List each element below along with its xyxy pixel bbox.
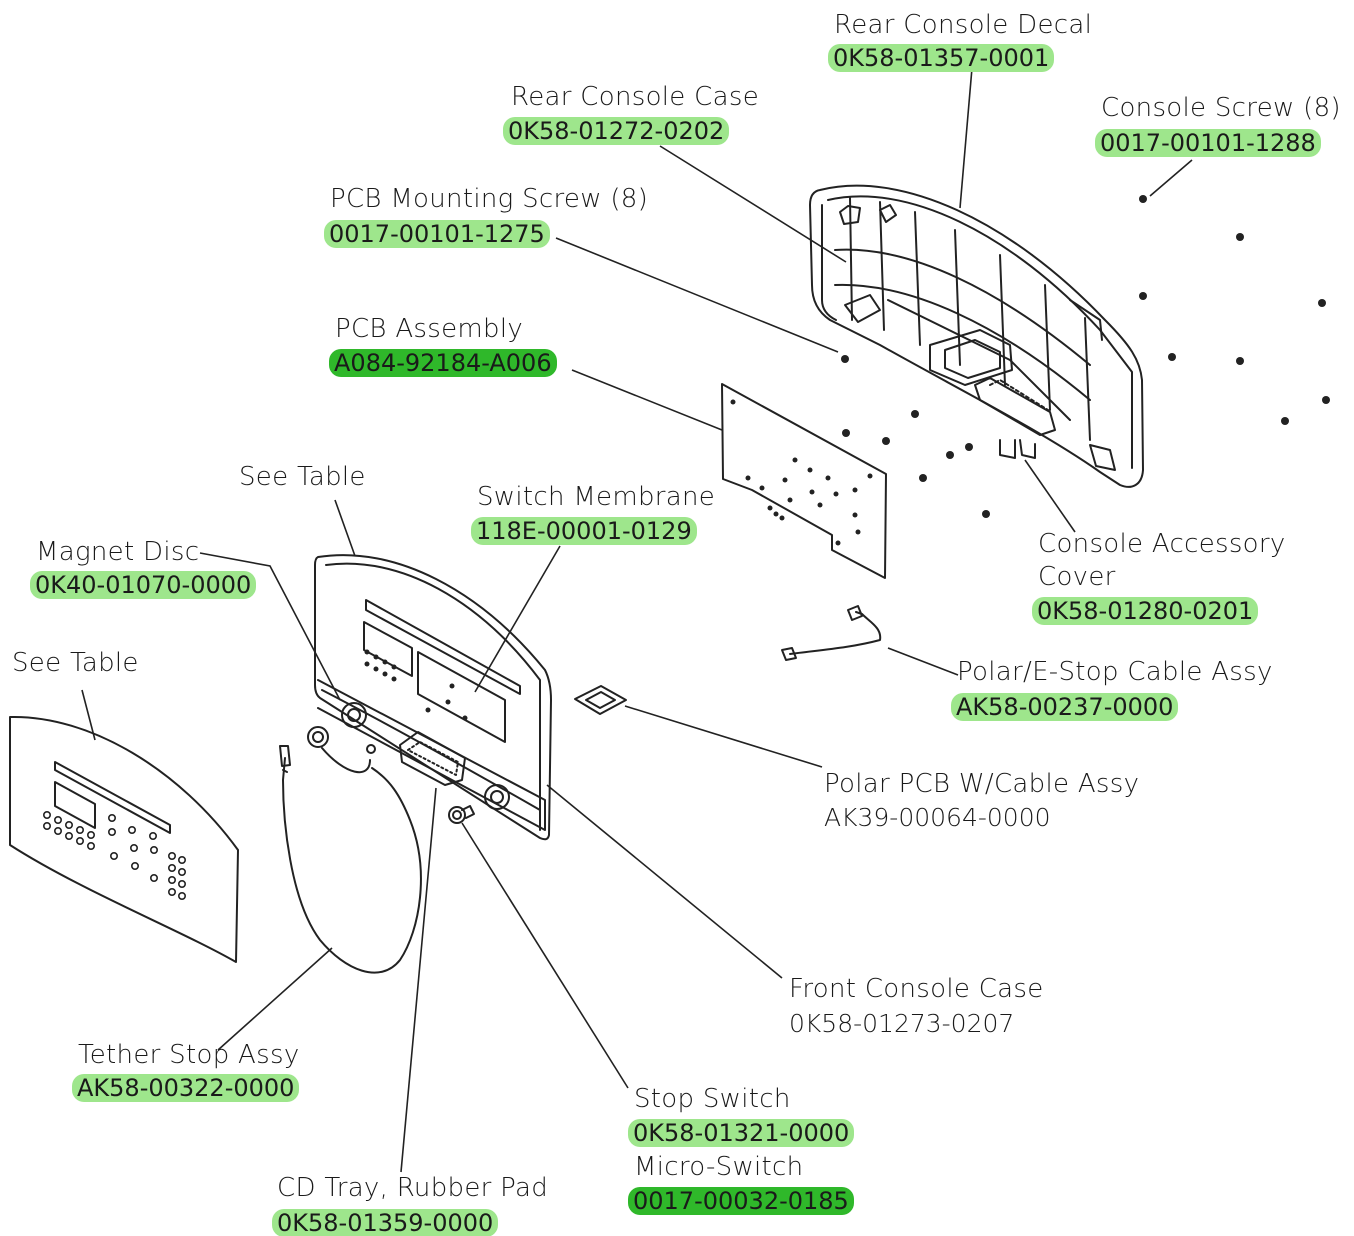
part-number: 0K58-01321-0000 [628, 1119, 855, 1147]
callout-name-line2: Cover [1038, 562, 1116, 592]
callout-name: Rear Console Decal [834, 10, 1093, 40]
callout-name: Front Console Case [789, 974, 1044, 1004]
callout-name: Rear Console Case [511, 82, 759, 112]
part-number: AK58-00237-0000 [951, 693, 1179, 721]
leader-console-accessory-cover [1024, 459, 1076, 533]
part-number: 0K58-01357-0001 [828, 44, 1055, 72]
leader-magnet-disc [199, 552, 341, 701]
part-number: 0K58-01273-0207 [789, 1009, 1015, 1038]
callout-name: Switch Membrane [477, 482, 716, 512]
leader-front-console-case [546, 784, 783, 979]
callout-name: Stop Switch [634, 1084, 791, 1114]
screws-group [841, 195, 1330, 518]
leader-console-screw [1149, 159, 1193, 197]
leader-stop-switch [461, 822, 629, 1089]
callout-name: See Table [12, 648, 139, 678]
overlay-panel-part [9, 715, 239, 963]
callout-name: Micro-Switch [634, 1152, 804, 1182]
part-number: AK39-00064-0000 [824, 803, 1051, 832]
part-number: 0K40-01070-0000 [30, 571, 257, 599]
part-number: 0K58-01359-0000 [272, 1209, 499, 1236]
leader-rear-console-decal [959, 67, 973, 209]
callout-name: Magnet Disc [36, 537, 200, 567]
pcb-assembly-part [721, 383, 887, 579]
leader-polar-pcb [624, 705, 823, 768]
leader-rear-console-case [659, 145, 847, 263]
callout-name: Tether Stop Assy [78, 1040, 300, 1070]
part-number: 0K58-01272-0202 [503, 117, 730, 145]
callout-name: Polar/E-Stop Cable Assy [957, 657, 1273, 687]
leader-cd-tray [400, 787, 437, 1173]
leader-tether-stop [217, 947, 333, 1051]
stop-switch-part [448, 805, 475, 824]
callout-name: Console Screw (8) [1101, 93, 1341, 123]
leader-lines [81, 67, 1193, 1173]
callout-name: PCB Mounting Screw (8) [330, 184, 649, 214]
callout-name: PCB Assembly [335, 314, 524, 344]
polar-pcb-part [574, 685, 627, 715]
callout-name: Console Accessory [1038, 529, 1286, 559]
leader-switch-membrane [474, 545, 561, 693]
callout-name: See Table [239, 462, 366, 492]
tether-stop-part [279, 726, 422, 974]
part-number: A084-92184-A006 [329, 349, 557, 377]
rear-console-case-part [809, 184, 1144, 488]
part-number: 0017-00101-1275 [324, 220, 550, 248]
part-number: 0K58-01280-0201 [1032, 597, 1259, 625]
leader-polar-estop-cable [887, 647, 959, 676]
callout-name: Polar PCB W/Cable Assy [824, 769, 1140, 799]
leader-see-table-front [334, 499, 356, 557]
callout-name: CD Tray, Rubber Pad [277, 1173, 549, 1203]
part-number: AK58-00322-0000 [72, 1074, 300, 1102]
part-number: 0017-00101-1288 [1095, 129, 1321, 157]
leader-pcb-assembly [571, 369, 723, 431]
part-number: 118E-00001-0129 [471, 517, 697, 545]
polar-estop-cable-part [781, 605, 882, 661]
leader-pcb-mounting-screw [555, 237, 839, 353]
front-console-case-part [314, 554, 552, 841]
leader-see-table-overlay [81, 689, 96, 741]
part-number: 0017-00032-0185 [628, 1187, 854, 1215]
